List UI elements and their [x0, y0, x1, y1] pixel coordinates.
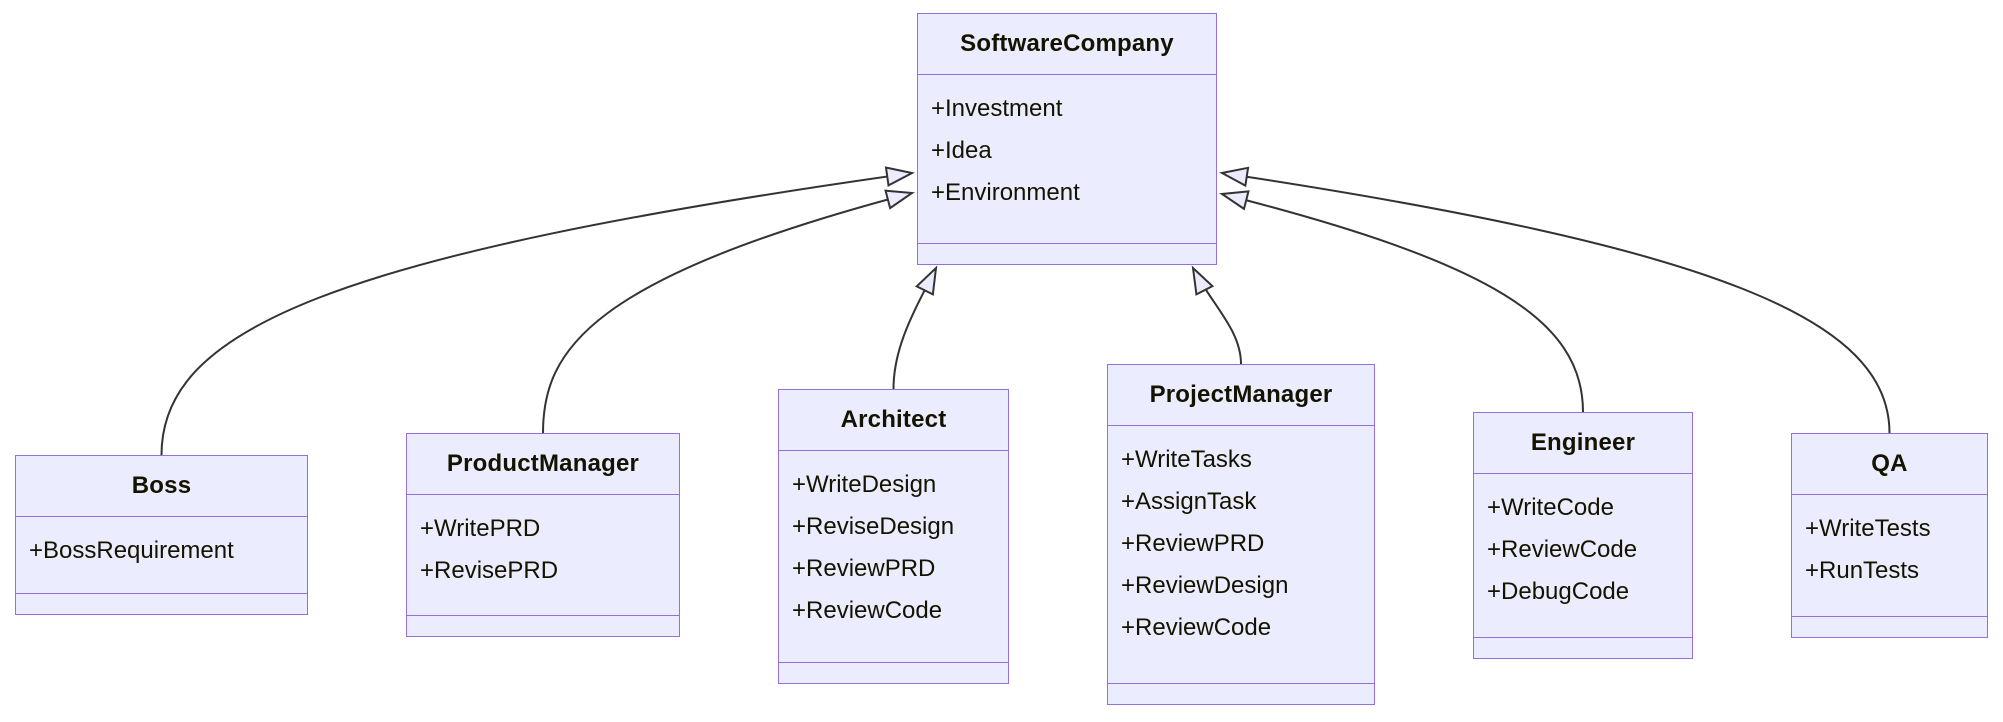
class-methods-empty	[1792, 616, 1987, 637]
class-methods-empty	[16, 593, 307, 614]
class-node-productmanager: ProductManager +WritePRD +RevisePRD	[406, 433, 680, 637]
class-member: +Idea	[931, 137, 992, 164]
class-member: +ReviewCode	[792, 597, 943, 624]
class-members: +WriteCode +ReviewCode +DebugCode	[1474, 474, 1692, 637]
class-node-softwarecompany: SoftwareCompany +Investment +Idea +Envir…	[917, 13, 1217, 265]
class-member: +DebugCode	[1487, 578, 1630, 605]
class-node-engineer: Engineer +WriteCode +ReviewCode +DebugCo…	[1473, 412, 1693, 659]
class-methods-empty	[407, 615, 679, 636]
class-node-boss: Boss +BossRequirement	[15, 455, 308, 615]
class-members: +WriteDesign +ReviseDesign +ReviewPRD +R…	[779, 451, 1008, 662]
class-member: +ReviewCode	[1487, 536, 1638, 563]
class-members: +Investment +Idea +Environment	[918, 75, 1216, 243]
class-methods-empty	[779, 662, 1008, 683]
class-name: ProductManager	[407, 434, 679, 495]
edge-productmanager-extends-softwarecompany	[542, 189, 915, 434]
class-member: +RunTests	[1805, 557, 1920, 584]
class-methods-empty	[918, 243, 1216, 264]
edge-engineer-extends-softwarecompany	[1219, 190, 1584, 413]
class-node-projectmanager: ProjectManager +WriteTasks +AssignTask +…	[1107, 364, 1375, 705]
class-name: Boss	[16, 456, 307, 517]
class-member: +WriteTests	[1805, 515, 1931, 542]
class-member: +WriteTasks	[1121, 446, 1252, 473]
class-name: QA	[1792, 434, 1987, 495]
class-node-architect: Architect +WriteDesign +ReviseDesign +Re…	[778, 389, 1009, 684]
class-member: +AssignTask	[1121, 488, 1257, 515]
class-member: +Investment	[931, 95, 1063, 122]
class-member: +WriteCode	[1487, 494, 1614, 521]
class-member: +WritePRD	[420, 515, 541, 542]
class-members: +BossRequirement	[16, 517, 307, 593]
class-members: +WriteTasks +AssignTask +ReviewPRD +Revi…	[1108, 426, 1374, 683]
edge-architect-extends-softwarecompany	[892, 265, 938, 390]
class-member: +ReviewDesign	[1121, 572, 1289, 599]
class-member: +ReviewPRD	[792, 555, 936, 582]
class-name: Architect	[779, 390, 1008, 451]
class-members: +WritePRD +RevisePRD	[407, 495, 679, 615]
edge-boss-extends-softwarecompany	[160, 166, 915, 456]
class-members: +WriteTests +RunTests	[1792, 495, 1987, 616]
edge-qa-extends-softwarecompany	[1219, 166, 1891, 434]
class-member: +BossRequirement	[29, 537, 234, 564]
class-member: +ReviewCode	[1121, 614, 1272, 641]
class-member: +RevisePRD	[420, 557, 559, 584]
class-name: ProjectManager	[1108, 365, 1374, 426]
class-methods-empty	[1474, 637, 1692, 658]
class-member: +ReviewPRD	[1121, 530, 1265, 557]
class-name: Engineer	[1474, 413, 1692, 474]
class-member: +WriteDesign	[792, 471, 937, 498]
class-member: +ReviseDesign	[792, 513, 955, 540]
class-methods-empty	[1108, 683, 1374, 704]
edge-projectmanager-extends-softwarecompany	[1191, 265, 1242, 365]
class-node-qa: QA +WriteTests +RunTests	[1791, 433, 1988, 638]
class-name: SoftwareCompany	[918, 14, 1216, 75]
class-member: +Environment	[931, 179, 1080, 206]
